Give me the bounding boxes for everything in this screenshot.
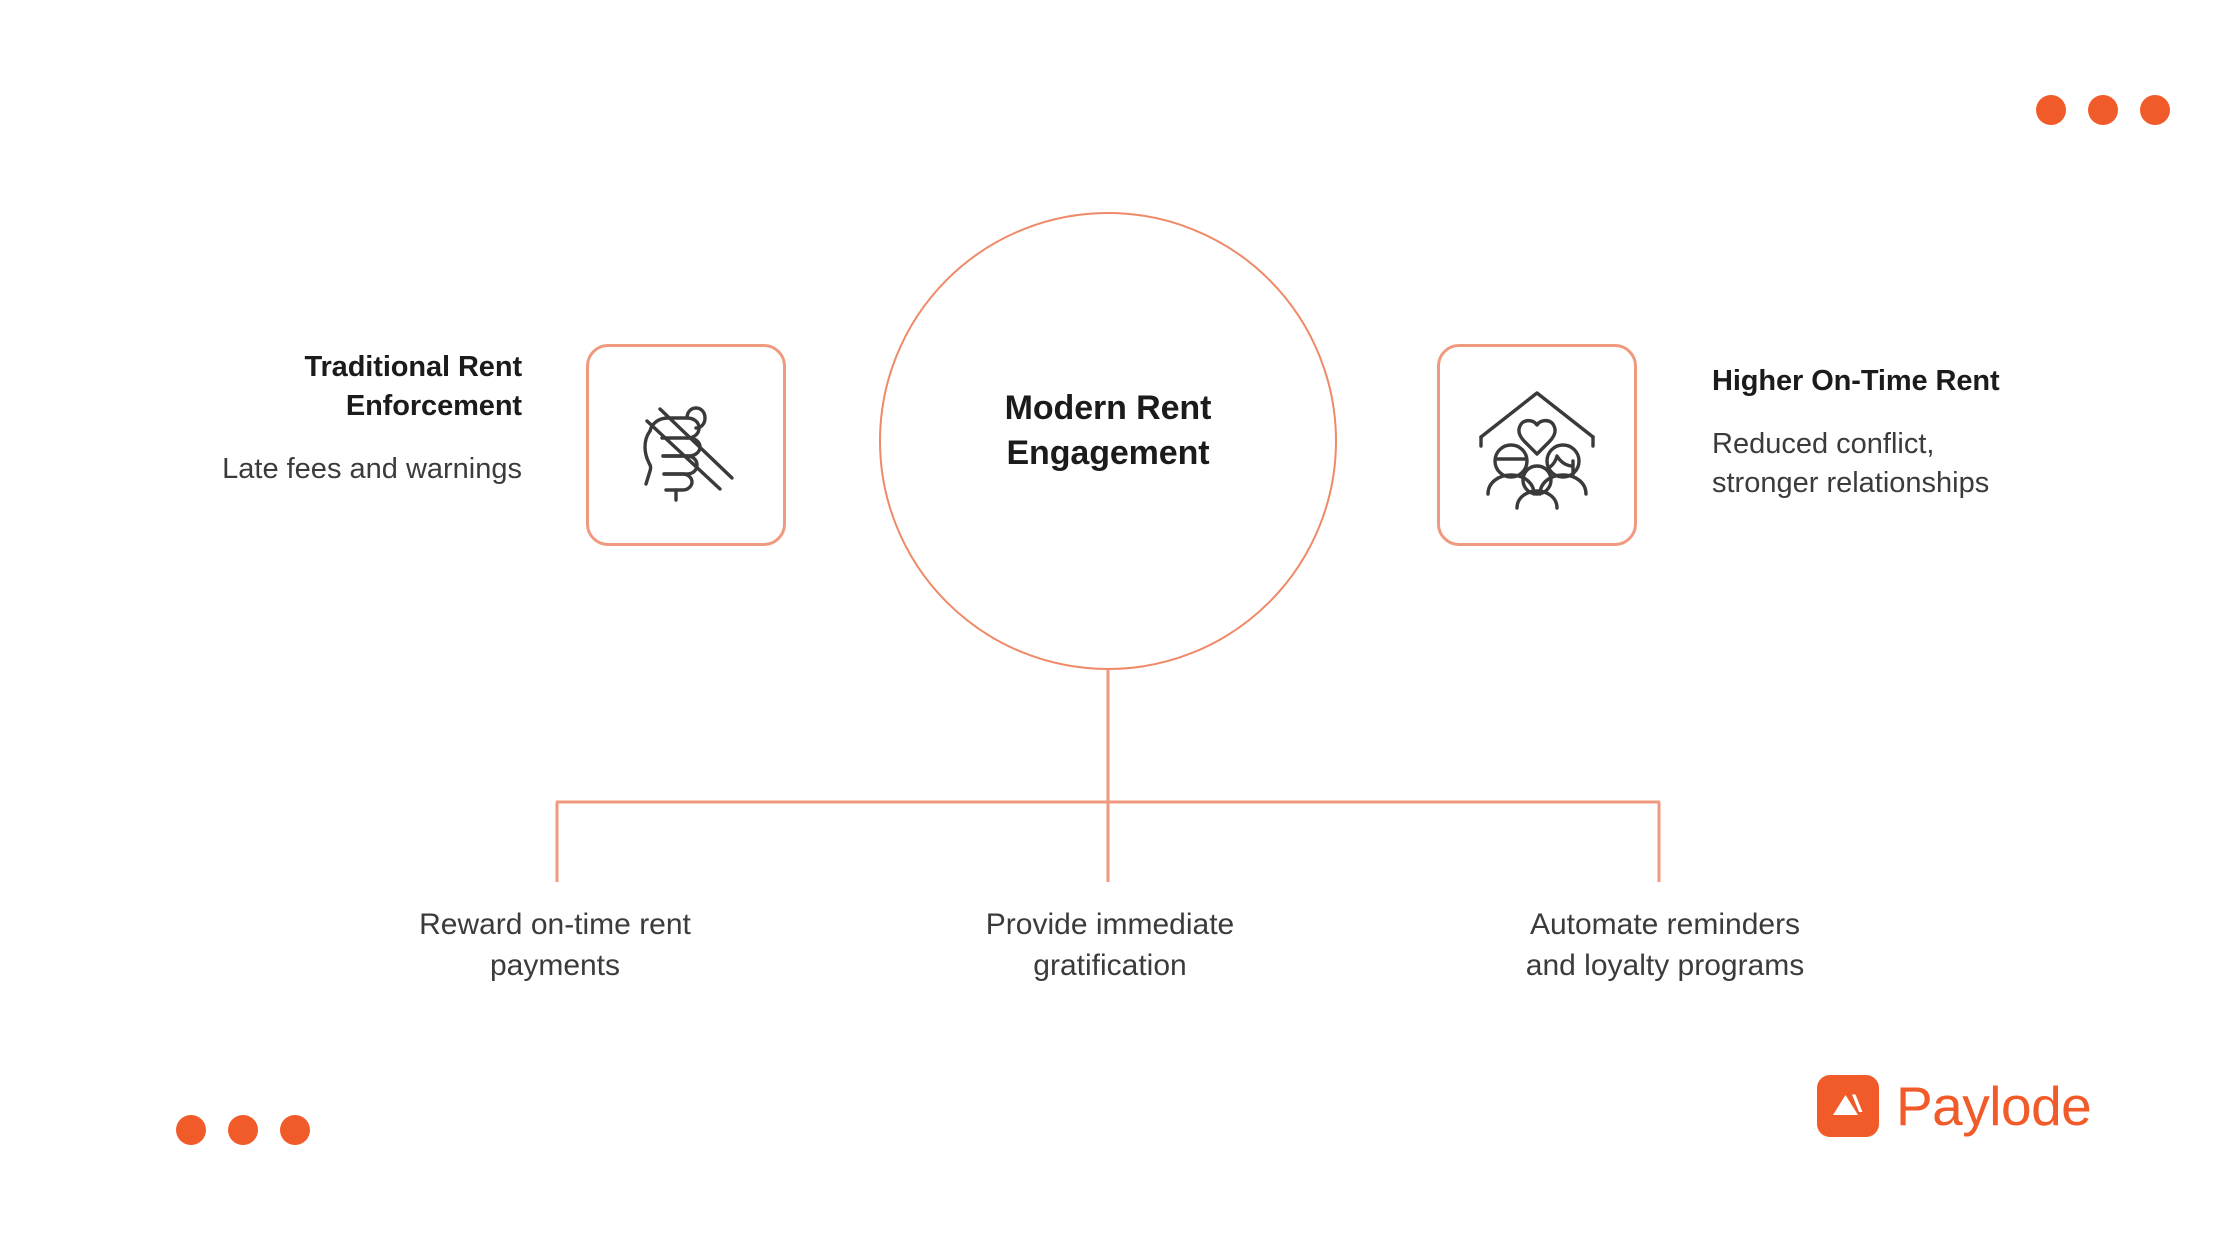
branch-label-2: Provide immediate gratification [985, 908, 1235, 982]
left-icon-frame [586, 344, 786, 546]
right-panel-title: Higher On-Time Rent [1712, 365, 2000, 397]
center-node-circle: Modern Rent Engagement [879, 212, 1337, 670]
decor-dots-bottom-left [176, 1115, 310, 1145]
branch-label-3: Automate reminders and loyalty programs [1525, 908, 1805, 982]
left-panel: Traditional Rent Enforcement Late fees a… [62, 348, 522, 489]
right-panel-subtitle: Reduced conflict, stronger relationships [1712, 428, 1990, 500]
right-panel: Higher On-Time Rent Reduced conflict, st… [1712, 362, 2182, 503]
paylode-logo-mark [1817, 1075, 1879, 1137]
branch-label-1: Reward on-time rent payments [419, 908, 691, 982]
paylode-triangle-icon [1833, 1094, 1863, 1115]
decor-dot [228, 1115, 258, 1145]
decor-dots-top-right [2036, 95, 2170, 125]
brand-logo: Paylode [1817, 1074, 2092, 1137]
decor-dot [176, 1115, 206, 1145]
decor-dot [2140, 95, 2170, 125]
decor-dot [2088, 95, 2118, 125]
blocked-hand-icon [643, 406, 734, 502]
right-icon-frame [1437, 344, 1637, 546]
decor-dot [2036, 95, 2066, 125]
family-home-heart-icon [1479, 391, 1595, 510]
center-node-label: Modern Rent Engagement [1004, 389, 1212, 472]
left-panel-title: Traditional Rent Enforcement [304, 351, 522, 423]
brand-wordmark: Paylode [1896, 1074, 2092, 1137]
left-panel-subtitle: Late fees and warnings [222, 453, 522, 486]
decor-dot [280, 1115, 310, 1145]
